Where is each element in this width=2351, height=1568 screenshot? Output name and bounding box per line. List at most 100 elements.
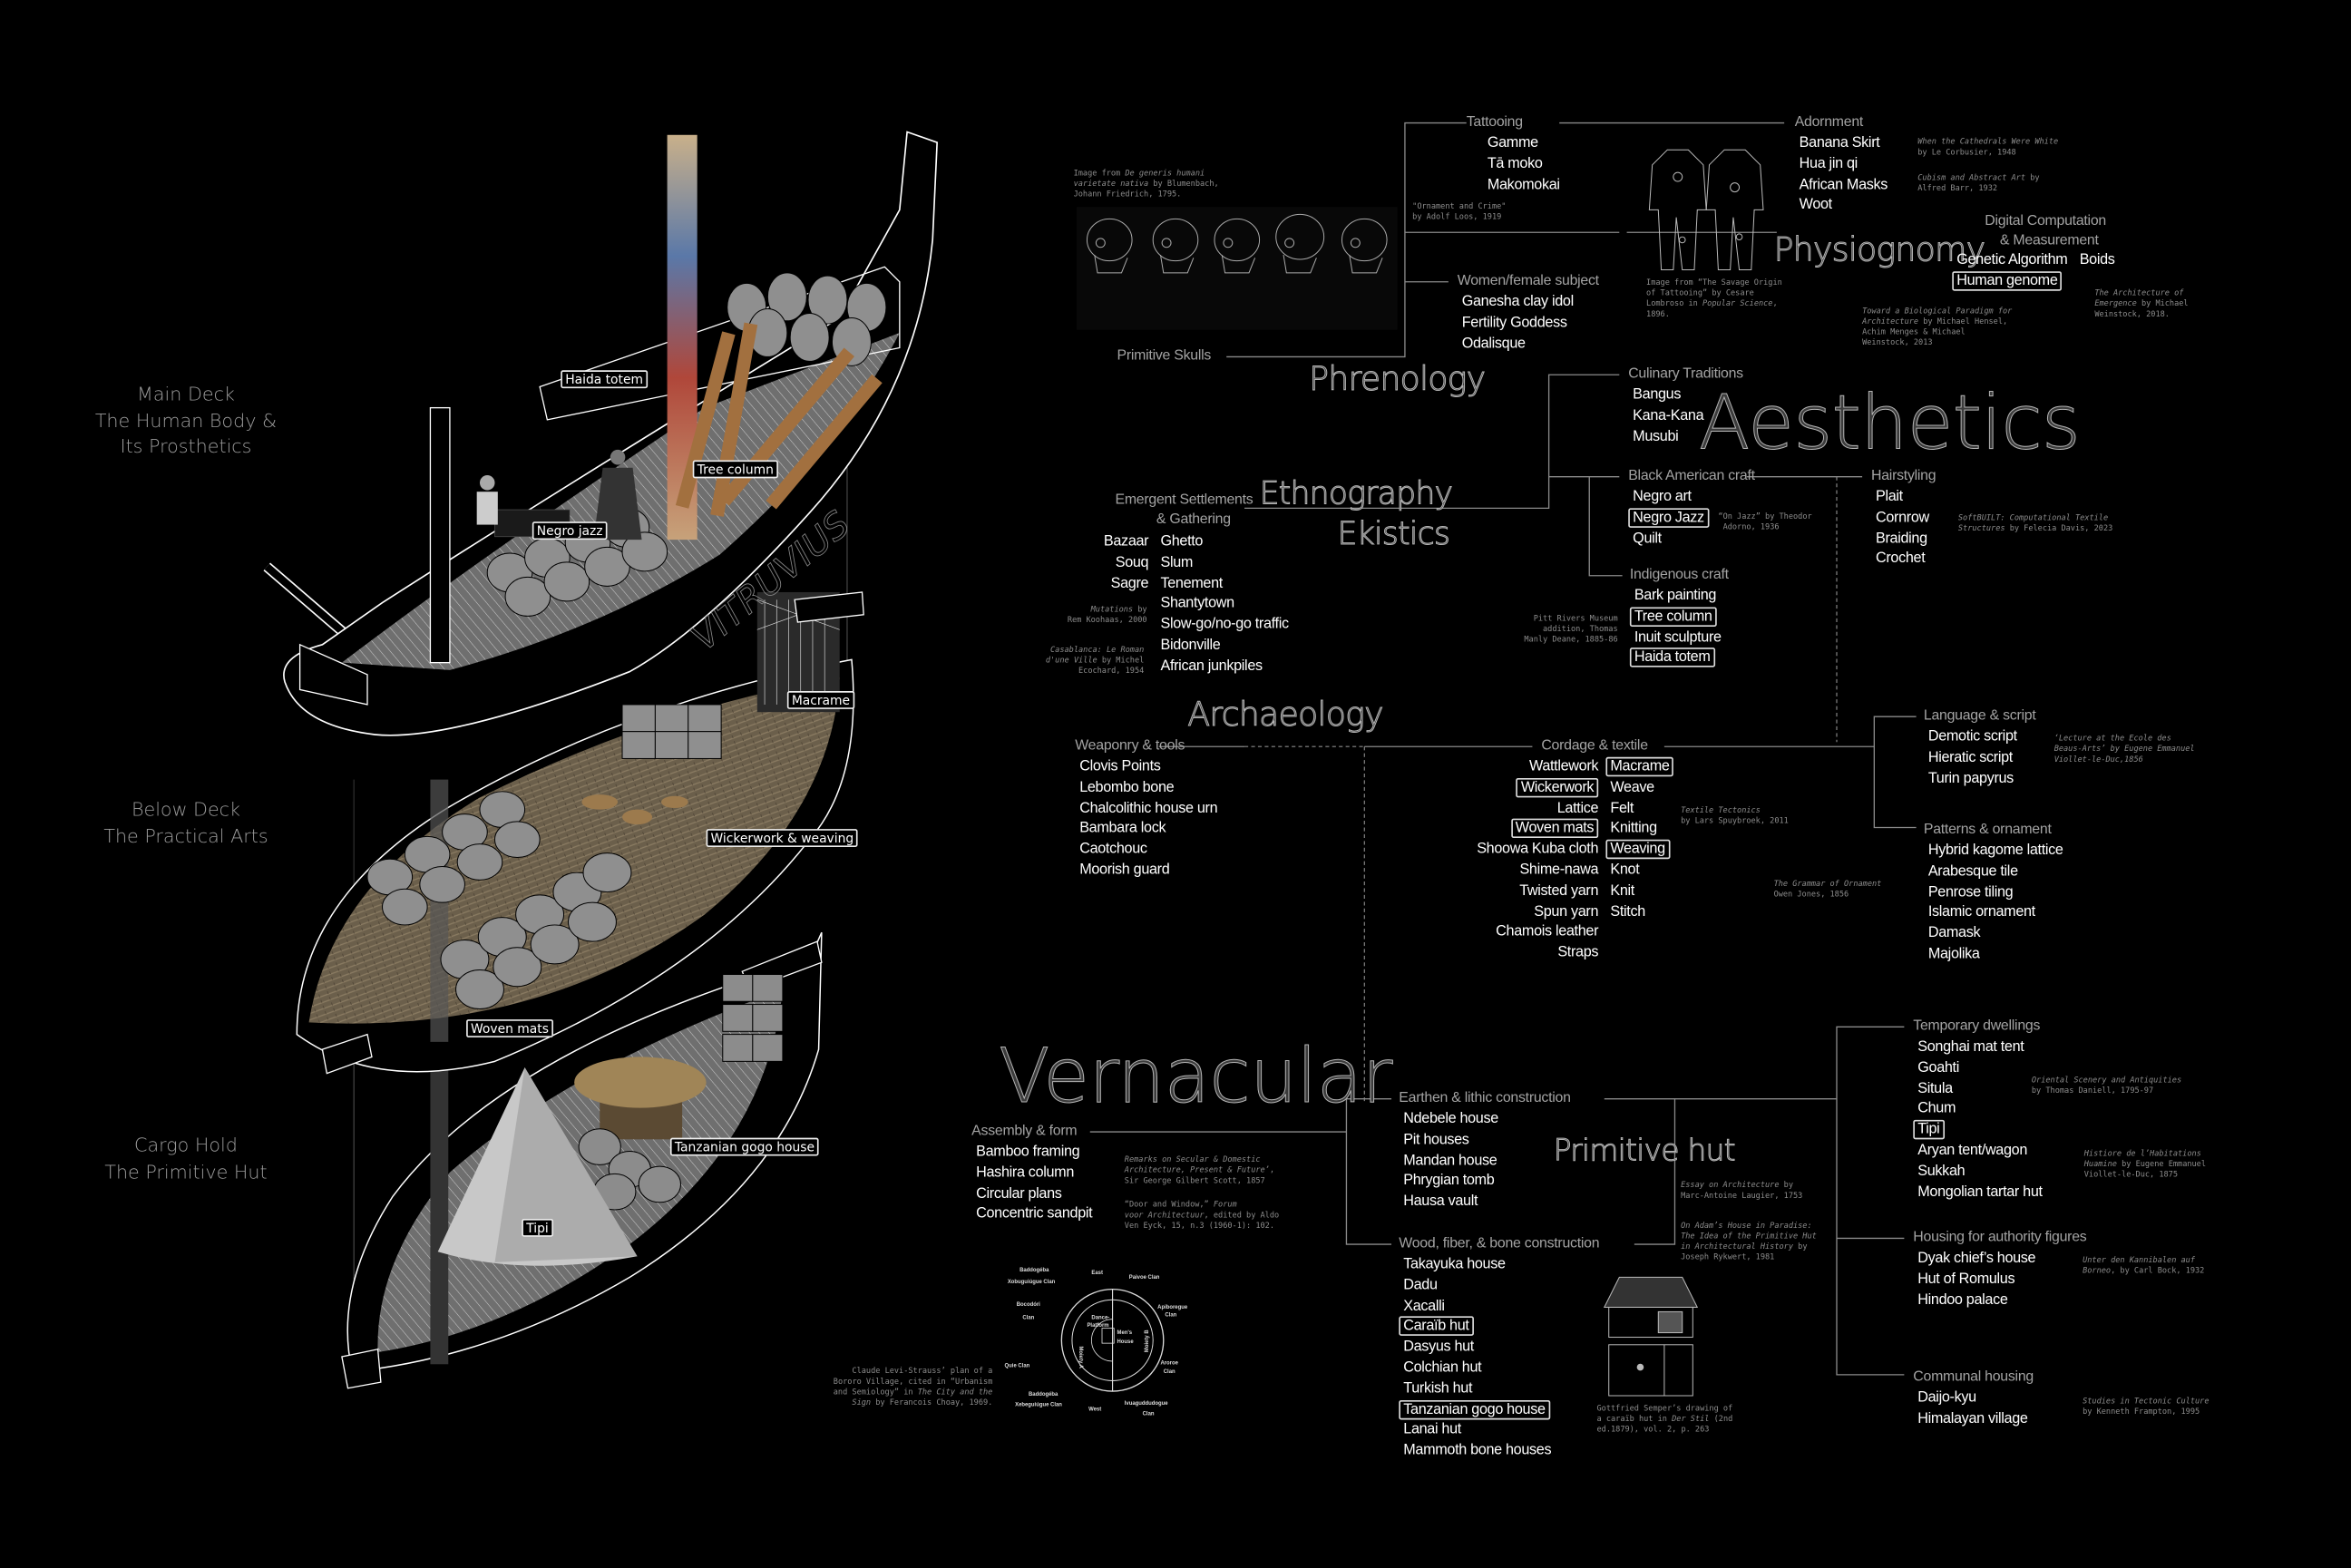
item-text: Turkish hut: [1403, 1380, 1473, 1398]
citation-text: Cubism and Abstract Art: [1917, 173, 2026, 183]
list-item: Shantytown: [1160, 594, 1288, 615]
item-text: Wattlework: [1528, 758, 1599, 775]
item-text: Twisted yarn: [1519, 882, 1599, 900]
item-text: Tanzanian gogo house: [1399, 1399, 1550, 1419]
deck-title-cargo: Cargo Hold The Primitive Hut: [66, 1132, 306, 1184]
item-text: Knit: [1610, 882, 1634, 900]
caraib-hut-drawing-image: [1603, 1276, 1699, 1397]
item-text: Makomokai: [1487, 176, 1560, 193]
list-item: Inuit sculpture: [1634, 628, 1729, 648]
list-item: Odalisque: [1462, 334, 1599, 355]
bororo-label: Aroroe: [1160, 1360, 1178, 1366]
list-item: Tenement: [1160, 573, 1288, 594]
bororo-label: Men's: [1117, 1330, 1133, 1336]
list-item: Wattlework: [1465, 757, 1599, 778]
bundles: [366, 791, 632, 1010]
citation-text: Histiore de l’Habitations Huamine: [2083, 1149, 2201, 1170]
list-item: Quilt: [1633, 529, 1755, 550]
item-text: Woven mats: [1510, 819, 1599, 839]
bororo-village-plan: East West Paivoe Clan Apiboregue Clan Ar…: [1005, 1268, 1188, 1417]
citation-barr: Cubism and Abstract Art by Alfred Barr, …: [1917, 174, 2039, 195]
bororo-label: Baddogéba: [1019, 1268, 1049, 1273]
item-text: Inuit sculpture: [1634, 628, 1722, 646]
deck-name: Below Deck: [131, 797, 241, 821]
item-text: Bamboo framing: [976, 1144, 1080, 1161]
item-text: Musubi: [1633, 428, 1679, 445]
list-item: African junkpiles: [1160, 657, 1288, 677]
citation-text: Owen Jones, 1856: [1773, 890, 1849, 900]
item-text: Shoowa Kuba cloth: [1477, 841, 1599, 858]
ship-label-tree-column: Tree column: [692, 460, 778, 479]
item-text: Situla: [1917, 1080, 1953, 1097]
item-text: Clovis Points: [1079, 758, 1161, 775]
list-item: Penrose tiling: [1928, 882, 2063, 903]
item-text: Hashira column: [976, 1164, 1075, 1182]
heading-archaeology: Archaeology: [1187, 696, 1384, 735]
highlighted-item: Wickerwork: [1465, 777, 1599, 799]
bororo-label: Paivoe Clan: [1129, 1275, 1160, 1281]
list-item: Mongolian tartar hut: [1917, 1183, 2043, 1203]
citation-text: , by Carl Bock, 1932: [2111, 1266, 2205, 1276]
deck-title-main: Main Deck The Human Body & Its Prostheti…: [66, 381, 306, 460]
list-item: Lattice: [1465, 798, 1599, 819]
citation-text: SoftBUILT: Computational Textile Structu…: [1957, 513, 2109, 534]
category-label: Weaponry & tools: [1075, 737, 1185, 755]
column: Boids: [2080, 250, 2115, 292]
item-text: Concentric sandpit: [976, 1205, 1093, 1222]
citation-text: by Ferancois Choay, 1969.: [871, 1398, 993, 1407]
list-item: Concentric sandpit: [976, 1204, 1093, 1225]
list-item: Pit houses: [1403, 1130, 1570, 1151]
ship-label-macrame: Macrame: [786, 691, 855, 709]
item-text: Tree column: [1629, 607, 1717, 627]
citation-text: , Sir George Gilbert Scott, 1857: [1124, 1165, 1275, 1186]
category-label: Tattooing: [1466, 113, 1523, 131]
citation-spuybroek: Textile Tectonics by Lars Spuybroek, 201…: [1681, 806, 1789, 827]
gogo-hut-image: [574, 1057, 707, 1140]
item-text: Human genome: [1952, 270, 2063, 291]
item-text: Boids: [2079, 251, 2115, 268]
citation-frampton: Studies in Tectonic Culture by Kenneth F…: [2083, 1398, 2209, 1418]
citation-text: Remarks on Secular & Domestic Architectu…: [1124, 1155, 1270, 1175]
list-item: Damask: [1928, 924, 2063, 945]
item-text: Takayuka house: [1403, 1256, 1506, 1273]
list-item: Lanai hut: [1403, 1420, 1599, 1441]
list-item: Himalayan village: [1917, 1409, 2034, 1430]
bororo-west: West: [1088, 1407, 1101, 1413]
item-text: Negro Jazz: [1628, 508, 1709, 528]
category-label: Earthen & lithic construction: [1399, 1089, 1571, 1106]
list-item: Hashira column: [976, 1163, 1092, 1183]
ship-label-woven-mats: Woven mats: [466, 1019, 553, 1037]
item-text: Arabesque tile: [1927, 862, 2018, 881]
citation-text: Essay on Architecture: [1681, 1181, 1780, 1191]
item-text: Hausa vault: [1403, 1193, 1478, 1211]
list-item: Bidonville: [1160, 636, 1288, 657]
item-text: Sagre: [1110, 575, 1149, 592]
item-text: Stitch: [1610, 903, 1645, 920]
list-item: Bazaar: [1100, 532, 1149, 553]
heading-primitive-hut: Primitive hut: [1553, 1132, 1736, 1168]
category-label: Cordage & textile: [1541, 737, 1648, 755]
list-item: Ganesha clay idol: [1462, 292, 1599, 313]
bororo-label: Xebeguiúgue Clan: [1015, 1403, 1062, 1408]
highlighted-item: Tipi: [1913, 1120, 2042, 1141]
ship-label-haida-totem: Haida totem: [561, 370, 648, 389]
cargo-hold: [341, 931, 823, 1389]
list-item: Chalcolithic house urn: [1079, 798, 1217, 819]
citation-text: De generis humani varietate nativa: [1073, 169, 1205, 190]
category-label: Patterns & ornament: [1923, 821, 2052, 839]
list-item: Gamme: [1488, 133, 1560, 154]
citation-text: by Le Corbusier, 1948: [1917, 148, 2016, 158]
list-item: Mammoth bone houses: [1403, 1441, 1599, 1462]
